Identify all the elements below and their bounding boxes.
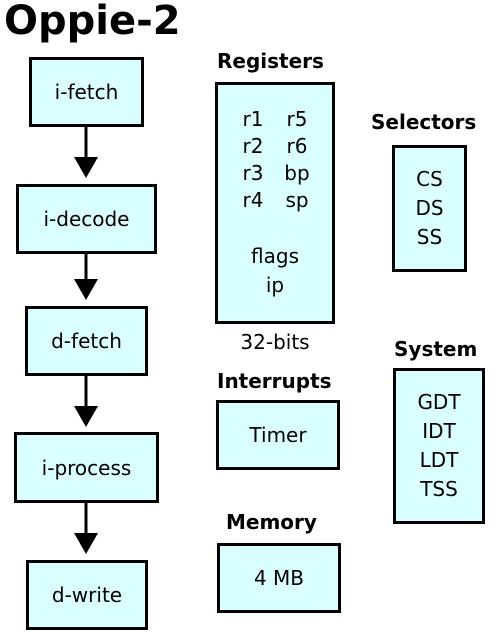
register-r1: r1 [242, 107, 264, 131]
register-r6: r6 [286, 134, 308, 158]
system-tss: TSS [420, 477, 458, 501]
register-grid: r1 r5 r2 r6 r3 bp r4 sp [231, 106, 319, 214]
stage-label: d-fetch [51, 329, 122, 353]
registers-width-label: 32-bits [240, 330, 310, 354]
selector-ds: DS [415, 196, 444, 220]
stage-label: i-process [41, 455, 132, 480]
registers-box: r1 r5 r2 r6 r3 bp r4 sp flags ip [215, 82, 335, 324]
register-sp: sp [285, 188, 309, 212]
register-bp: bp [284, 161, 310, 185]
register-flags: flags [251, 244, 299, 268]
system-ldt: LDT [419, 448, 459, 472]
stage-d-fetch: d-fetch [25, 306, 148, 376]
selectors-box: CS DS SS [392, 145, 467, 272]
system-idt: IDT [422, 419, 456, 443]
stage-i-fetch: i-fetch [29, 57, 144, 127]
register-r4: r4 [242, 188, 264, 212]
stage-i-process: i-process [14, 432, 159, 503]
registers-heading: Registers [217, 49, 324, 73]
system-gdt: GDT [417, 390, 461, 414]
memory-box: 4 MB [217, 543, 341, 613]
selector-cs: CS [416, 167, 443, 191]
register-r3: r3 [242, 161, 264, 185]
selectors-heading: Selectors [371, 110, 477, 134]
selector-ss: SS [416, 225, 443, 249]
register-ip: ip [265, 273, 285, 297]
memory-heading: Memory [226, 510, 317, 534]
system-box: GDT IDT LDT TSS [393, 368, 485, 524]
diagram-title: Oppie-2 [4, 0, 181, 44]
register-r5: r5 [286, 107, 308, 131]
system-heading: System [394, 337, 478, 361]
interrupt-timer: Timer [249, 423, 307, 447]
interrupts-box: Timer [216, 400, 340, 470]
register-r2: r2 [242, 134, 264, 158]
stage-label: i-fetch [54, 80, 119, 104]
memory-size: 4 MB [253, 566, 305, 590]
interrupts-heading: Interrupts [217, 369, 332, 393]
stage-i-decode: i-decode [16, 184, 157, 254]
stage-label: d-write [51, 583, 123, 607]
stage-d-write: d-write [26, 560, 148, 630]
stage-label: i-decode [43, 207, 130, 231]
